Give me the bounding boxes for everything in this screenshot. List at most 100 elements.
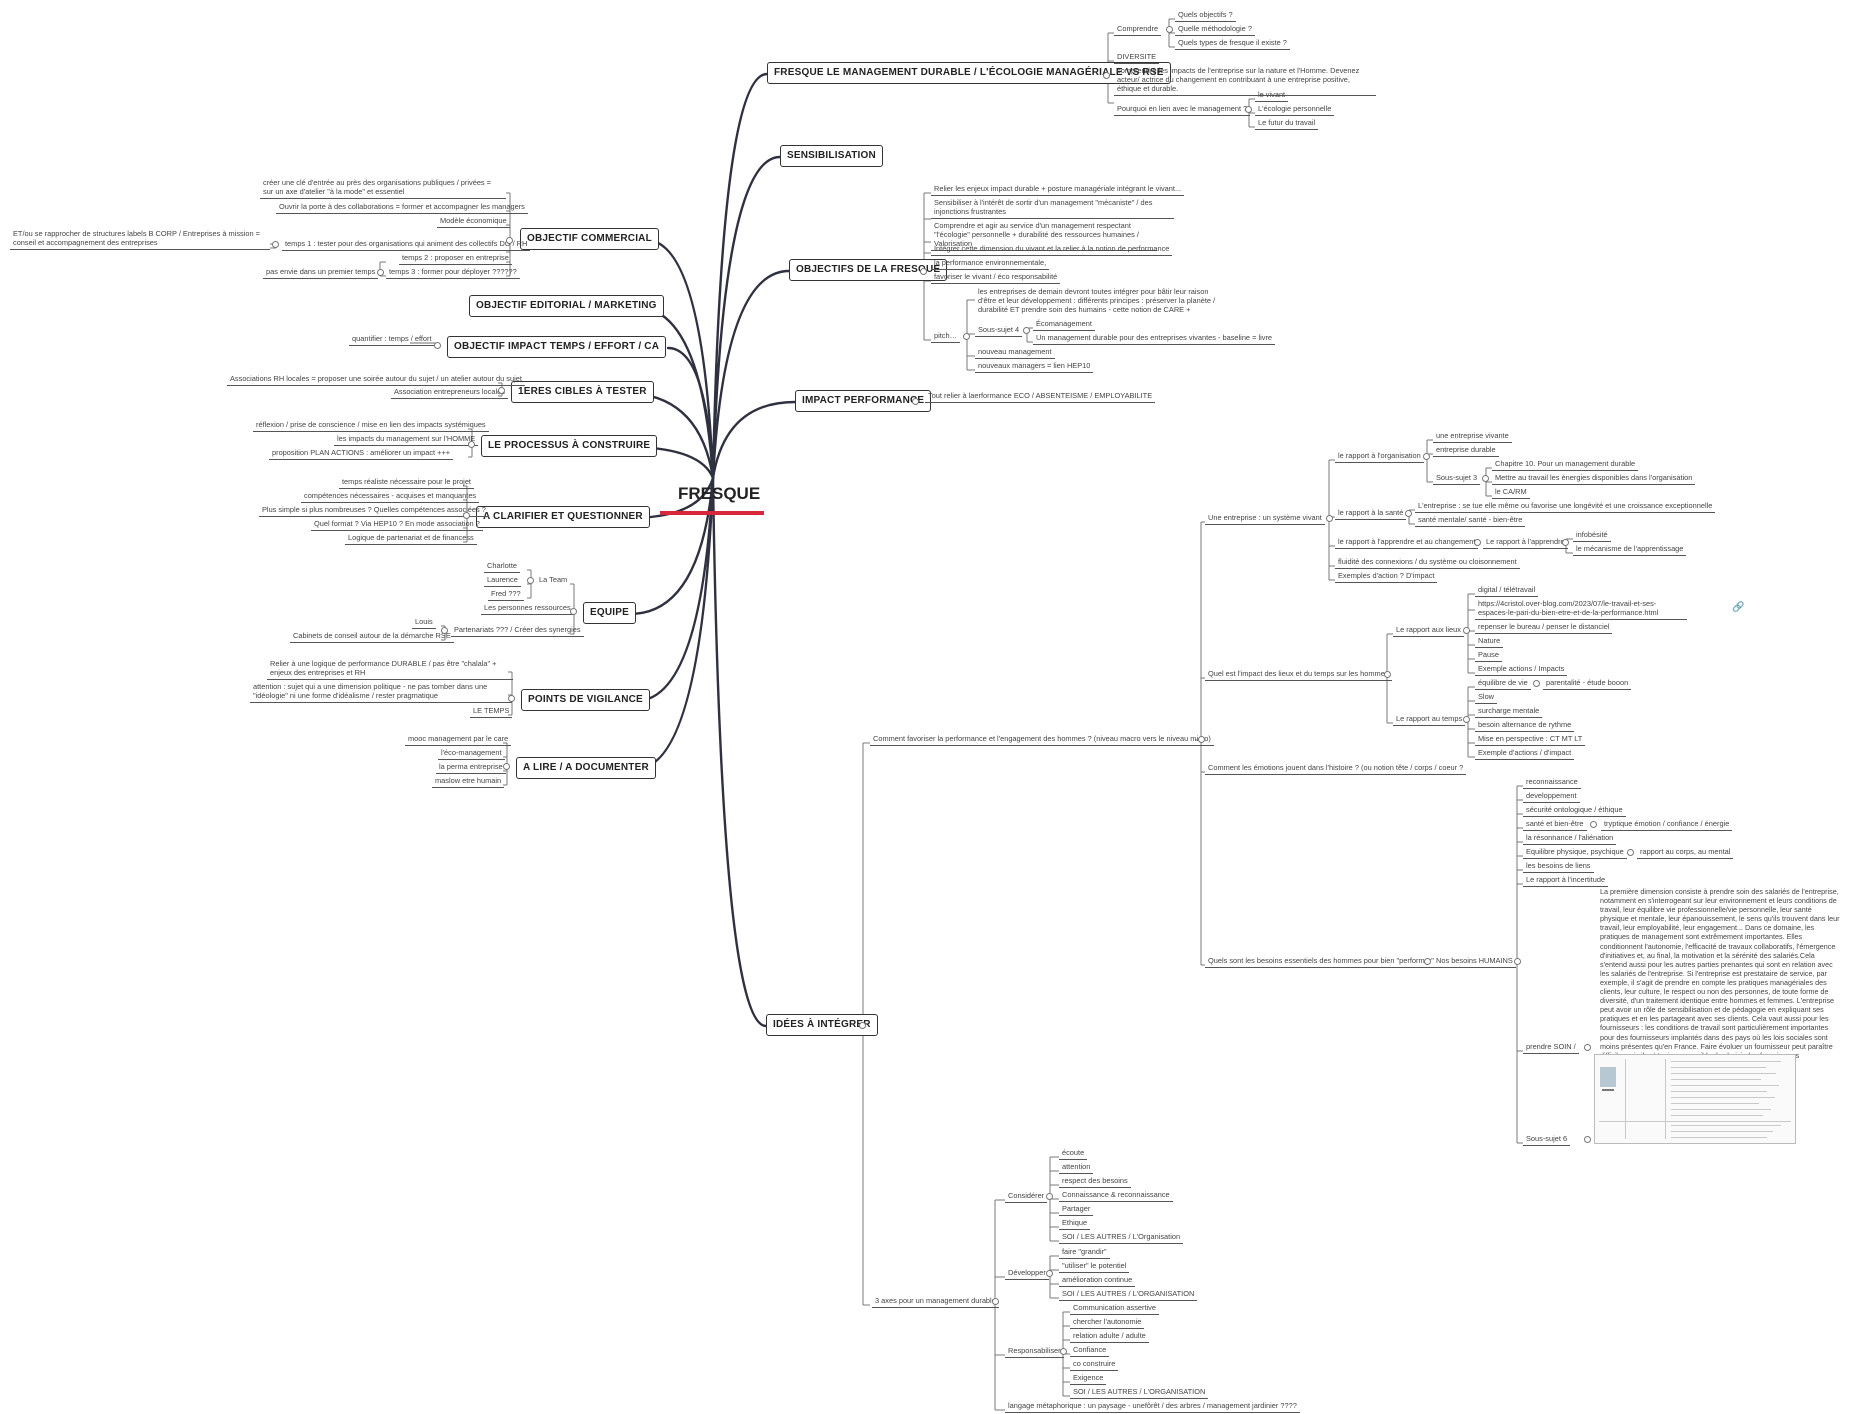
collapse-circle-icon[interactable] <box>272 241 279 248</box>
node-langage-metaphorique[interactable]: langage métaphorique : un paysage - unef… <box>1005 1400 1300 1413</box>
collapse-circle-icon[interactable] <box>506 237 513 244</box>
node-lieux-temps[interactable]: Quel est l'impact des lieux et du temps … <box>1205 668 1392 681</box>
node-exemple-actions[interactable]: Exemple actions / Impacts <box>1475 663 1568 676</box>
node-prendre-soin[interactable]: prendre SOIN / <box>1523 1041 1579 1054</box>
node-incertitude[interactable]: Le rapport à l'incertitude <box>1523 874 1609 887</box>
link-icon[interactable]: 🔗 <box>1732 602 1745 613</box>
node-besoin-alternance[interactable]: besoin alternance de rythme <box>1475 719 1575 732</box>
node-rapport-sante[interactable]: le rapport à la santé <box>1335 507 1407 520</box>
node-rapport-corps[interactable]: rapport au corps, au mental <box>1637 846 1734 859</box>
collapse-circle-icon[interactable] <box>1060 1348 1067 1355</box>
node-sante-mentale[interactable]: santé mentale/ santé - bien-être <box>1415 514 1526 527</box>
node-eco-management[interactable]: l'éco-management <box>438 747 505 760</box>
node-utiliser-potentiel[interactable]: "utiliser" le potentiel <box>1059 1260 1130 1273</box>
node-exemple-actions-2[interactable]: Exemple d'actions / d'impact <box>1475 747 1575 760</box>
node-impacts-homme[interactable]: les impacts du management sur l'HOMME <box>334 433 479 446</box>
collapse-circle-icon[interactable] <box>1424 958 1431 965</box>
topic-objectif-editorial[interactable]: OBJECTIF EDITORIAL / MARKETING <box>469 295 664 317</box>
node-entreprise-vivante[interactable]: une entreprise vivante <box>1433 430 1512 443</box>
node-nouveaux-managers[interactable]: nouveaux managers = lien HEP10 <box>975 360 1094 373</box>
node-ca-rm[interactable]: le CA/RM <box>1492 486 1530 499</box>
topic-objectifs-fresque[interactable]: OBJECTIFS DE LA FRESQUE <box>789 259 948 281</box>
collapse-circle-icon[interactable] <box>1463 627 1470 634</box>
node-relier-performance[interactable]: Relier à une logique de performance DURA… <box>267 658 513 680</box>
collapse-circle-icon[interactable] <box>1405 510 1412 517</box>
node-le-vivant[interactable]: le vivant <box>1255 89 1289 102</box>
node-pause[interactable]: Pause <box>1475 649 1502 662</box>
node-developper[interactable]: Développer <box>1005 1267 1049 1280</box>
node-entreprise-durable[interactable]: entreprise durable <box>1433 444 1499 457</box>
node-reconnaissance[interactable]: reconnaissance <box>1523 776 1581 789</box>
collapse-circle-icon[interactable] <box>1584 1136 1591 1143</box>
node-considerer[interactable]: Considérer <box>1005 1190 1048 1203</box>
node-exemples-action[interactable]: Exemples d'action ? D'impact <box>1335 570 1438 583</box>
node-reflexion[interactable]: réflexion / prise de conscience / mise e… <box>253 419 489 432</box>
node-favoriser[interactable]: favoriser le vivant / éco responsabilité <box>931 271 1061 284</box>
node-plus-simple[interactable]: Plus simple si plus nombreuses ? Quelles… <box>259 504 489 517</box>
collapse-circle-icon[interactable] <box>434 342 441 349</box>
node-comment-favoriser[interactable]: Comment favoriser la performance et l'en… <box>870 733 1214 746</box>
node-le-temps[interactable]: LE TEMPS <box>470 705 513 718</box>
node-associations-rh[interactable]: Associations RH locales = proposer une s… <box>227 373 525 386</box>
collapse-circle-icon[interactable] <box>1627 849 1634 856</box>
node-maslow[interactable]: maslow etre humain <box>432 775 505 788</box>
collapse-circle-icon[interactable] <box>1103 72 1110 79</box>
node-parentalite[interactable]: parentalité - étude booon <box>1543 677 1632 690</box>
node-temps-realiste[interactable]: temps réaliste nécessaire pour le projet <box>339 476 474 489</box>
node-et-ou-b-corp[interactable]: ET/ou se rapprocher de structures labels… <box>10 228 270 250</box>
node-competences[interactable]: compétences nécessaires - acquises et ma… <box>301 490 480 503</box>
node-integrer[interactable]: Intégrer cette dimension du vivant et la… <box>931 243 1173 256</box>
node-respect-besoins[interactable]: respect des besoins <box>1059 1175 1131 1188</box>
node-sous-sujet-6[interactable]: Sous-sujet 6 <box>1523 1133 1571 1146</box>
node-entreprise-tue[interactable]: L'entreprise : se tue elle même ou favor… <box>1415 500 1716 513</box>
node-ecoute[interactable]: écoute <box>1059 1147 1088 1160</box>
collapse-circle-icon[interactable] <box>1474 539 1481 546</box>
collapse-circle-icon[interactable] <box>1326 515 1333 522</box>
node-nos-besoins-humains[interactable]: Nos besoins HUMAINS <box>1433 955 1516 968</box>
node-partager[interactable]: Partager <box>1059 1203 1094 1216</box>
topic-processus[interactable]: LE PROCESSUS À CONSTRUIRE <box>481 435 658 457</box>
node-entreprises-demain[interactable]: les entreprises de demain devront toutes… <box>978 287 1216 314</box>
collapse-circle-icon[interactable] <box>1514 958 1521 965</box>
collapse-circle-icon[interactable] <box>377 269 384 276</box>
node-quantifier[interactable]: quantifier : temps / effort <box>349 333 435 346</box>
node-attention-politique[interactable]: attention : sujet qui a une dimension po… <box>250 681 512 703</box>
collapse-circle-icon[interactable] <box>912 398 919 405</box>
collapse-circle-icon[interactable] <box>1590 821 1597 828</box>
node-louis[interactable]: Louis <box>412 616 436 629</box>
node-pourquoi-management[interactable]: Pourquoi en lien avec le management ? <box>1114 103 1251 116</box>
collapse-circle-icon[interactable] <box>508 695 515 702</box>
node-ecologie-personnelle[interactable]: L'écologie personnelle <box>1255 103 1335 116</box>
topic-a-lire[interactable]: A LIRE / A DOCUMENTER <box>516 757 656 779</box>
node-connaissance[interactable]: Connaissance & reconnaissance <box>1059 1189 1173 1202</box>
topic-objectif-impact[interactable]: OBJECTIF IMPACT TEMPS / EFFORT / CA <box>447 336 667 358</box>
node-responsabiliser[interactable]: Responsabiliser <box>1005 1345 1064 1358</box>
collapse-circle-icon[interactable] <box>1533 680 1540 687</box>
node-ecomanagement[interactable]: Écomanagement <box>1033 318 1095 331</box>
node-perma-entreprise[interactable]: la perma entreprise <box>436 761 506 774</box>
node-modele-economique[interactable]: Modèle économique <box>437 215 510 228</box>
node-soi-autres-2[interactable]: SOI / LES AUTRES / L'ORGANISATION <box>1059 1288 1198 1301</box>
node-cabinets-conseil[interactable]: Cabinets de conseil autour de la démarch… <box>290 630 454 643</box>
collapse-circle-icon[interactable] <box>1166 26 1173 33</box>
node-chapitre-10[interactable]: Chapitre 10. Pour un management durable <box>1492 458 1639 471</box>
collapse-circle-icon[interactable] <box>503 763 510 770</box>
node-rapport-lieux[interactable]: Le rapport aux lieux <box>1393 624 1464 637</box>
node-resonnance[interactable]: la résonnance / l'aliénation <box>1523 832 1617 845</box>
collapse-circle-icon[interactable] <box>1023 327 1030 334</box>
node-attention[interactable]: attention <box>1059 1161 1094 1174</box>
node-repenser-bureau[interactable]: repenser le bureau / penser le distancie… <box>1475 621 1613 634</box>
collapse-circle-icon[interactable] <box>527 577 534 584</box>
node-quel-format[interactable]: Quel format ? Via HEP10 ? En mode associ… <box>311 518 483 531</box>
node-charlotte[interactable]: Charlotte <box>484 560 520 573</box>
node-equilibre-vie[interactable]: équilibre de vie <box>1475 677 1531 690</box>
node-relier-enjeux[interactable]: Relier les enjeux impact durable + postu… <box>931 183 1185 196</box>
node-quels-types[interactable]: Quels types de fresque il existe ? <box>1175 37 1290 50</box>
node-association-entrepreneurs[interactable]: Association entrepreneurs locales <box>391 386 508 399</box>
node-creer-cle[interactable]: créer une clé d'entrée au près des organ… <box>260 177 506 199</box>
collapse-circle-icon[interactable] <box>1463 716 1470 723</box>
topic-sensibilisation[interactable]: SENSIBILISATION <box>780 145 883 167</box>
node-nature[interactable]: Nature <box>1475 635 1504 648</box>
node-temps-3[interactable]: temps 3 : former pour déployer ?????? <box>386 266 520 279</box>
topic-idees-a-integrer[interactable]: IDÉES À INTÉGRER <box>766 1014 878 1036</box>
